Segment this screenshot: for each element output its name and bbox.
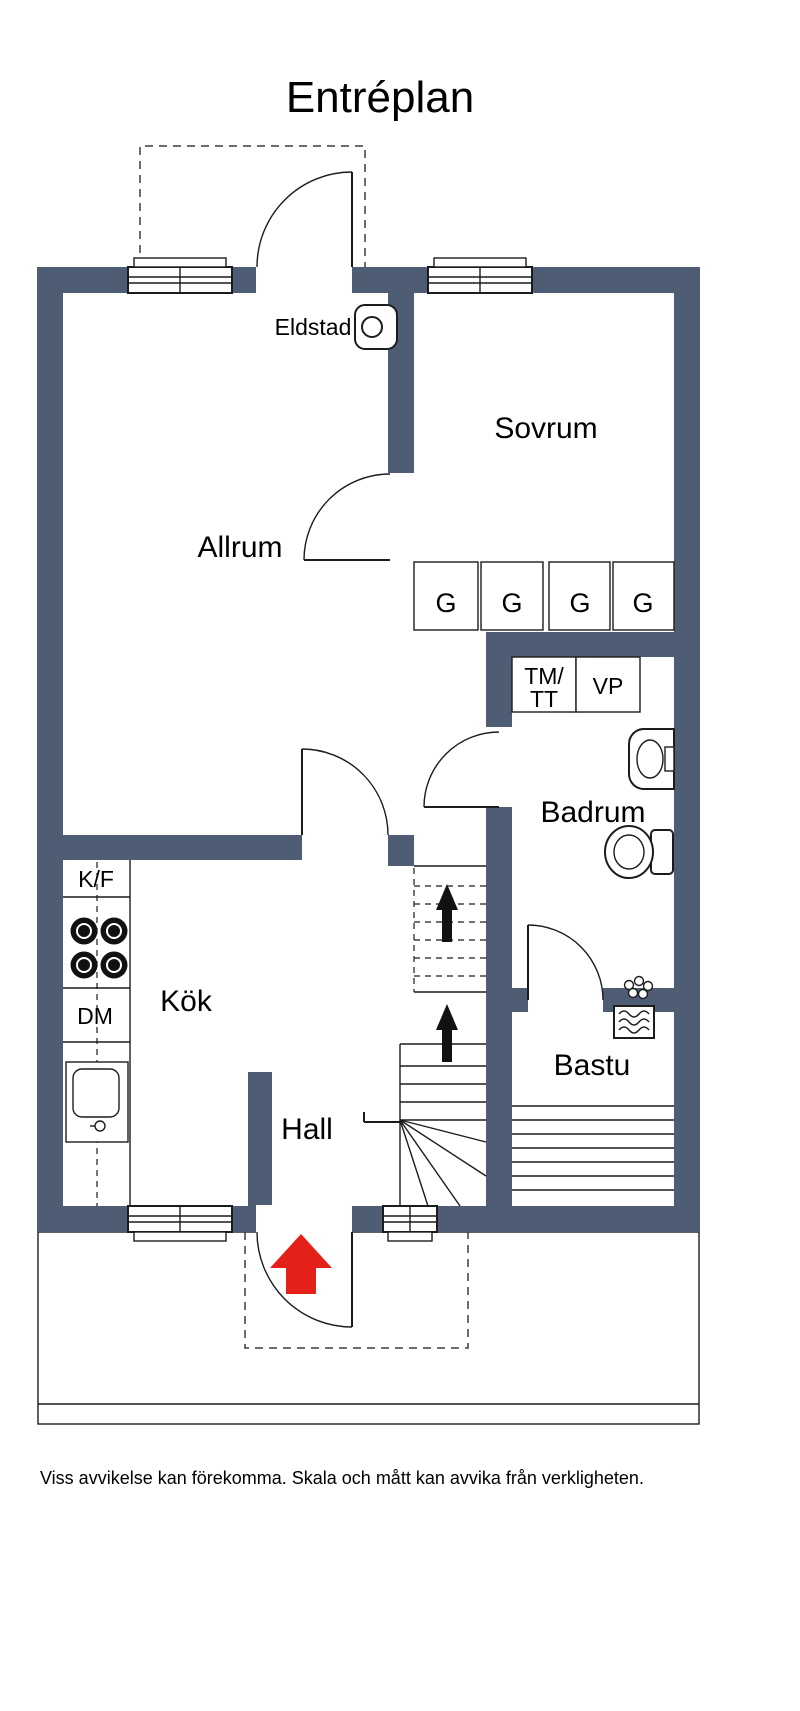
wardrobe-label: G [435,588,456,618]
wardrobe-row: G G G G [413,561,675,631]
window-bottom-kok [127,1205,233,1242]
wall-stair-right-upper [486,657,512,727]
entrance-arrow-icon [270,1234,332,1294]
label-bastu: Bastu [554,1049,631,1082]
wardrobe-label: G [569,588,590,618]
closet-tmtt: TM/ TT [511,656,577,713]
cooktop-icon [70,917,128,979]
sauna-heater-icon [613,975,655,1039]
closet-vp: VP [575,656,641,713]
terrace-outline [37,1231,700,1425]
staircase [363,865,487,1207]
window-bottom-hall [382,1205,438,1242]
wall-badrum-top [486,632,700,657]
sink-icon [65,1061,129,1143]
label-allrum: Allrum [197,531,282,564]
stairs-lower-flight [399,1043,487,1207]
tmtt-label-line2: TT [530,686,558,712]
window-top-sovrum [427,257,533,294]
label-kok: Kök [160,985,213,1018]
disclaimer: Viss avvikelse kan förekomma. Skala och … [40,1468,644,1488]
wardrobe-label: G [501,588,522,618]
door-allrum [301,748,389,836]
dishwasher-label: DM [77,1003,113,1029]
wardrobe-label: G [632,588,653,618]
top-door-opening [256,266,352,294]
door-top-entrance [256,171,353,268]
stairs-up-arrow-upper [436,884,458,942]
washbasin-icon [628,728,675,790]
label-badrum: Badrum [540,796,645,829]
vp-label: VP [593,673,624,699]
kitchen-counter [63,860,131,1206]
entrance-door-opening [256,1205,352,1233]
fireplace-icon [354,304,398,350]
wall-hall-kok-stub [248,1072,272,1206]
door-main-entrance [256,1231,353,1328]
wall-bastu-stub-left [512,988,528,1012]
door-bastu [527,924,604,1001]
plan-title: Entréplan [286,73,474,122]
window-top-allrum [127,257,233,294]
wall-left [37,267,63,1232]
label-hall: Hall [281,1113,333,1146]
door-badrum [423,731,500,808]
stairs-handrail [363,1112,400,1123]
toilet-icon [604,825,674,879]
porch-bottom-dashed [244,1232,469,1349]
wall-allrum-door-stub [388,835,414,866]
label-sovrum: Sovrum [494,412,597,445]
fridge-freezer-label: K/F [78,866,114,892]
eldstad-label: Eldstad [275,314,352,340]
stairs-up-arrow-lower [436,1004,458,1062]
tmtt-label-line1: TM/ [524,663,564,689]
wall-right [674,267,700,1232]
walls [37,267,700,1232]
porch-top-dashed [139,145,366,267]
door-sovrum [303,473,391,561]
wall-kok-allrum [63,835,302,860]
sauna-benches [512,1105,674,1191]
wall-stair-right-lower [486,807,512,1206]
